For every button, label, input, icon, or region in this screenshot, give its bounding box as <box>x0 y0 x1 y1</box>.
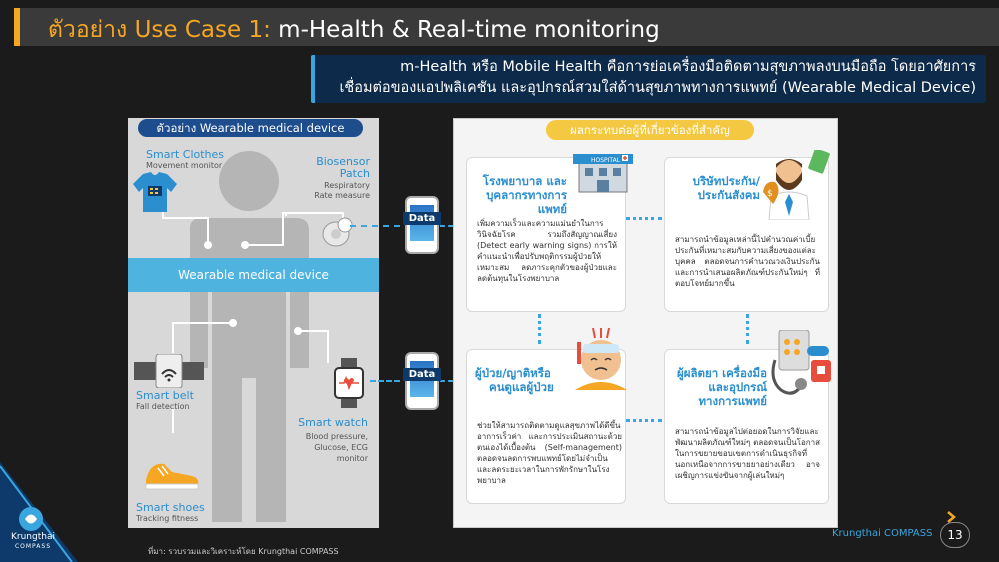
biosensor-patch-label: Biosensor Patch <box>316 155 370 180</box>
source-note: ที่มา: รวบรวมและวิเคราะห์โดย Krungthai C… <box>148 547 339 556</box>
device-connector-lines <box>162 196 344 433</box>
card-hospital-title-1: โรงพยาบาล และ <box>482 174 567 188</box>
smart-belt-desc: Fall detection <box>136 402 190 411</box>
card-insurance-title-1: บริษัทประกัน/ <box>692 174 760 188</box>
connector-right <box>746 314 749 344</box>
left-panel-header: ตัวอย่าง Wearable medical device <box>138 119 363 137</box>
title-prefix: ตัวอย่าง Use Case 1: <box>48 17 271 43</box>
chevron-right-icon <box>947 511 956 523</box>
data-phone-top: Data <box>403 196 441 254</box>
definition-box: m-Health หรือ Mobile Health คือการย่อเคร… <box>311 55 986 103</box>
title-main: m-Health & Real-time monitoring <box>278 17 660 43</box>
card-hospital-body: เพิ่มความเร็วและความแม่นยำในการวินิจฉัยโ… <box>477 219 617 283</box>
connector-bottom <box>626 419 662 422</box>
card-insurance: บริษัทประกัน/ ประกันสังคม $ สามารถนำข้อม… <box>664 150 830 312</box>
data-label-top: Data <box>403 212 441 225</box>
logo-text-2: COMPASS <box>14 543 52 550</box>
smart-belt-label: Smart belt <box>136 389 194 402</box>
smart-watch-desc-2: Glucose, ECG <box>314 443 368 452</box>
krungthai-logo-icon <box>19 507 43 531</box>
definition-line-2: เชื่อมต่อของแอปพลิเคชัน และอุปกรณ์สวมใส่… <box>339 80 976 96</box>
smart-shoes-label: Smart shoes <box>136 501 205 514</box>
data-flow-line-bottom-right <box>440 380 453 382</box>
card-patient-body: ช่วยให้สามารถติดตามดูแลสุขภาพได้ดีขึ้น อ… <box>477 421 622 485</box>
businessman-money-icon: $ <box>763 150 830 220</box>
wearable-band: Wearable medical device <box>128 258 379 292</box>
biosensor-desc-2: Rate measure <box>314 191 370 200</box>
smart-watch-label: Smart watch <box>298 416 368 429</box>
smart-belt-icon <box>134 354 204 388</box>
smart-shoe-icon <box>145 463 199 490</box>
brand-footer: Krungthai COMPASS <box>832 528 933 539</box>
hospital-icon: HOSPITAL <box>573 154 633 193</box>
card-manufacturer: ผู้ผลิตยา เครื่องมือ และอุปกรณ์ ทางการแพ… <box>664 330 831 504</box>
biosensor-patch-icon <box>322 217 353 247</box>
data-flow-line-top-right <box>440 225 453 227</box>
card-insurance-title-2: ประกันสังคม <box>697 188 760 202</box>
smart-watch-desc-1: Blood pressure, <box>305 432 368 441</box>
data-flow-line-bottom-left <box>370 380 400 382</box>
definition-line-1: m-Health หรือ Mobile Health คือการย่อเคร… <box>400 59 976 75</box>
stakeholder-impact-panel: ผลกระทบต่อผู้ที่เกี่ยวข้องที่สำคัญ โรงพย… <box>453 118 838 528</box>
card-hospital-title-2: บุคลากรทางการแพทย์ <box>486 188 567 216</box>
svg-text:$: $ <box>767 189 773 199</box>
card-manufacturer-title-2: และอุปกรณ์ <box>708 380 767 394</box>
slide-title: ตัวอย่าง Use Case 1: m-Health & Real-tim… <box>48 12 660 48</box>
connector-top <box>626 217 662 220</box>
sick-patient-icon <box>575 328 627 390</box>
connector-left <box>538 314 541 344</box>
biosensor-desc-1: Respiratory <box>324 181 370 190</box>
card-patient-title-2: คนดูแลผู้ป่วย <box>489 380 554 394</box>
card-insurance-body: สามารถนำข้อมูลเหล่านี้ไปคำนวณค่าเบี้ยประ… <box>675 235 820 288</box>
smart-watch-desc-3: monitor <box>336 454 368 463</box>
card-manufacturer-title-1: ผู้ผลิตยา เครื่องมือ <box>676 366 767 380</box>
data-flow-line-top-left <box>350 225 400 227</box>
data-phone-bottom: Data <box>403 352 441 410</box>
medical-equipment-icon <box>771 330 831 395</box>
smart-clothes-label: Smart Clothes <box>146 148 225 161</box>
card-patient: ผู้ป่วย/ญาติหรือ คนดูแลผู้ป่วย ช่วยให้สา… <box>466 328 627 504</box>
smart-watch-icon <box>334 358 364 408</box>
card-manufacturer-title-3: ทางการแพทย์ <box>698 394 767 408</box>
smart-clothes-desc: Movement monitor <box>146 161 223 170</box>
page-number: 13 <box>940 522 970 548</box>
logo-text-1: Krungthai <box>11 532 55 542</box>
wearable-device-panel: ตัวอย่าง Wearable medical device Wearabl… <box>128 118 379 528</box>
hospital-sign-text: HOSPITAL <box>591 157 621 164</box>
smart-shoes-desc: Tracking fitness <box>136 514 199 523</box>
card-manufacturer-body: สามารถนำข้อมูลไปต่อยอดในการวิจัยและพัฒนา… <box>675 427 820 480</box>
card-hospital: โรงพยาบาล และ บุคลากรทางการแพทย์ HOSPITA… <box>466 154 633 312</box>
card-patient-title-1: ผู้ป่วย/ญาติหรือ <box>475 366 551 380</box>
human-silhouette-icon <box>190 151 309 522</box>
title-bar: ตัวอย่าง Use Case 1: m-Health & Real-tim… <box>14 8 999 46</box>
right-panel-header: ผลกระทบต่อผู้ที่เกี่ยวข้องที่สำคัญ <box>546 120 754 140</box>
data-label-bottom: Data <box>403 368 441 381</box>
smart-shirt-icon <box>133 172 177 212</box>
